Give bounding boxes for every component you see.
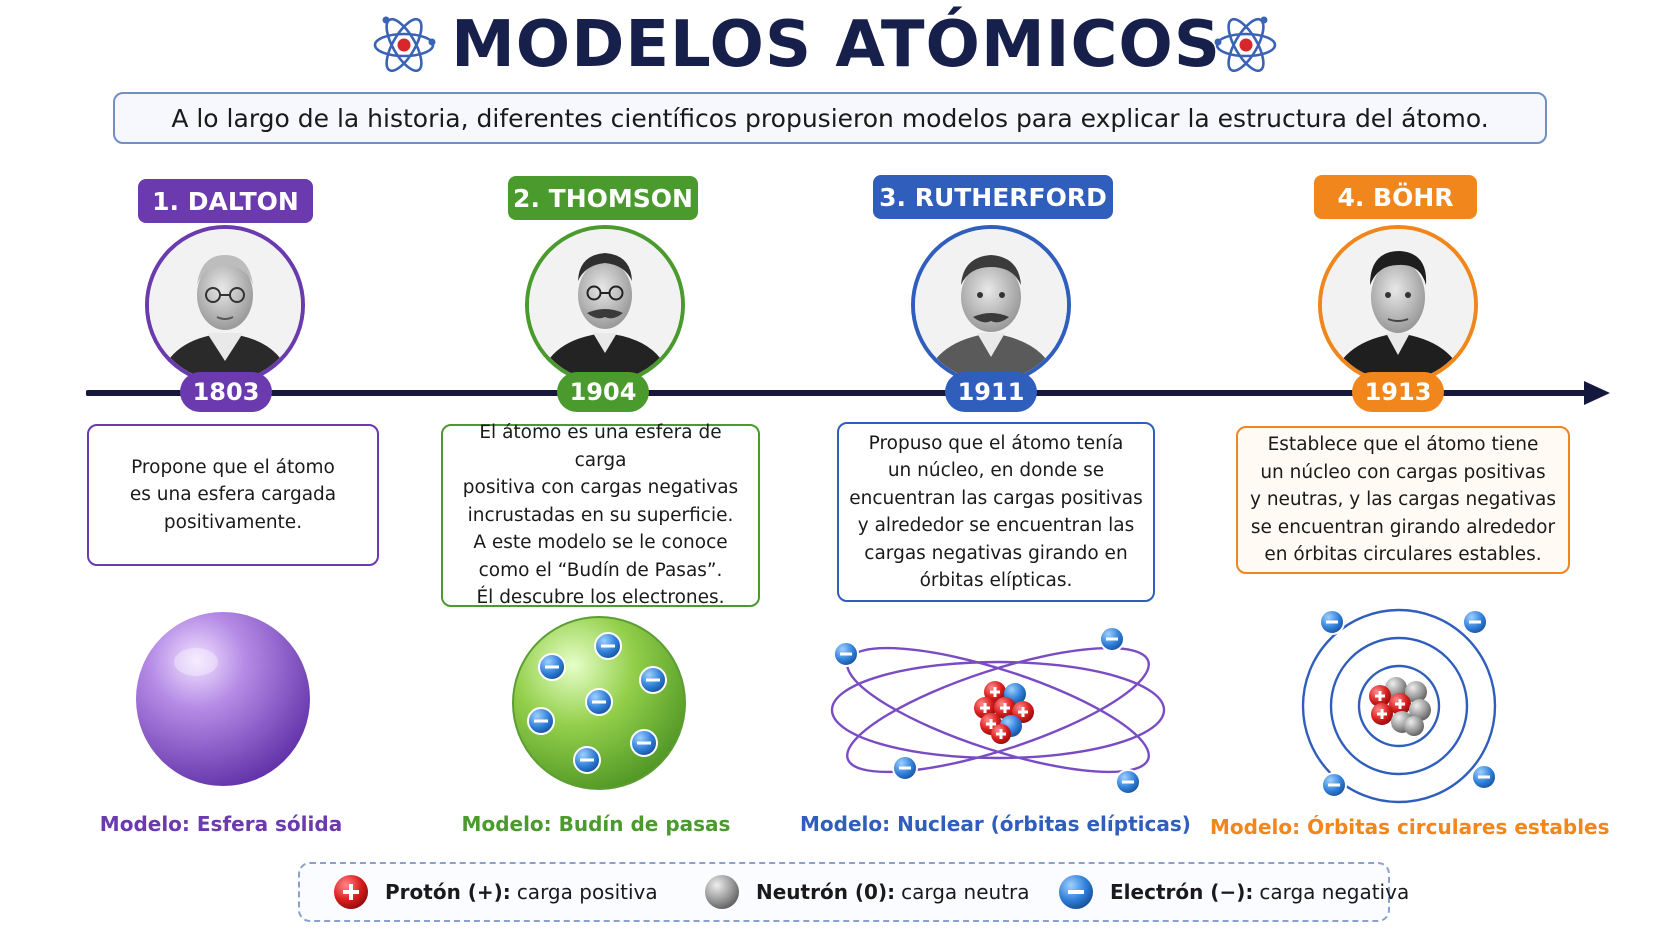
nucleus-cluster [974,681,1034,744]
electron-icon [1058,874,1094,910]
thomson-plum-pudding [511,615,687,791]
bohr-year-badge: 1913 [1352,372,1444,412]
rutherford-nuclear-model [827,622,1169,798]
thomson-year-badge: 1904 [557,372,649,412]
rutherford-description: Propuso que el átomo tenía un núcleo, en… [837,422,1155,602]
rutherford-model-label: Modelo: Nuclear (órbitas elípticas) [800,812,1191,836]
thomson-portrait [525,225,685,385]
rutherford-badge: 3. RUTHERFORD [873,175,1113,219]
thomson-description: El átomo es una esfera de carga positiva… [441,422,760,608]
bohr-badge: 4. BÖHR [1314,175,1477,219]
intro-text: A lo largo de la historia, diferentes ci… [171,103,1489,133]
dalton-badge: 1. DALTON [138,179,313,223]
page-title: MODELOS ATÓMICOS [451,8,1221,82]
dalton-model-label: Modelo: Esfera sólida [99,812,343,836]
bohr-description: Establece que el átomo tiene un núcleo c… [1236,426,1570,574]
bohr-portrait [1318,225,1478,385]
bohr-model-label: Modelo: Órbitas circulares estables [1210,815,1610,839]
legend-box [298,862,1390,922]
legend-neutron: Neutrón (0): carga neutra [704,874,1030,910]
bohr-circular-orbits-model [1288,604,1510,808]
rutherford-year-badge: 1911 [945,372,1037,412]
legend-electron: Electrón (−): carga negativa [1058,874,1409,910]
thomson-badge: 2. THOMSON [508,176,698,220]
dalton-year-badge: 1803 [180,372,272,412]
timeline-arrow [85,376,1612,410]
legend-proton: Protón (+): carga positiva [333,874,658,910]
bohr-nucleus [1369,677,1431,736]
intro-banner: A lo largo de la historia, diferentes ci… [113,92,1547,144]
orbit-electrons [833,626,1141,795]
dalton-solid-sphere [134,610,312,788]
proton-icon [333,874,369,910]
thomson-model-label: Modelo: Budín de pasas [461,812,731,836]
electron-icon [527,632,667,774]
neutron-icon [704,874,740,910]
atom-logo-right-icon [1214,12,1278,78]
atom-logo-left-icon [372,12,436,78]
rutherford-portrait [911,225,1071,385]
bohr-electrons [1319,609,1497,798]
dalton-description: Propone que el átomo es una esfera carga… [87,424,379,566]
dalton-portrait [145,225,305,385]
